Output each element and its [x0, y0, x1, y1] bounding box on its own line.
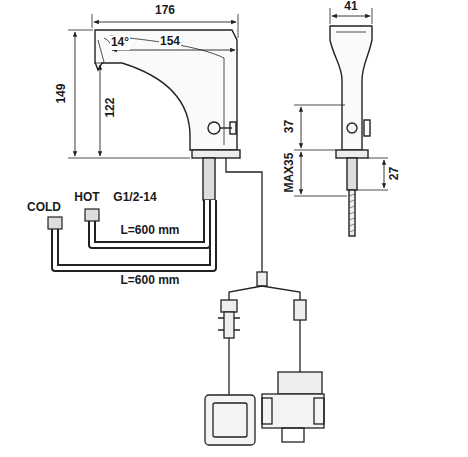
dimension-label: MAX35: [283, 152, 296, 194]
dimension-label: 122: [104, 97, 117, 119]
dimension-label: 154: [159, 35, 181, 48]
dimension-label: 149: [55, 83, 68, 105]
dimension-label: COLD: [26, 201, 62, 214]
dimension-label: G1/2-14: [112, 191, 157, 204]
dimension-label: 37: [283, 119, 296, 134]
dimension-label: L=600 mm: [119, 274, 180, 287]
dimension-label: 41: [343, 0, 358, 13]
dimension-label: HOT: [73, 191, 100, 204]
dimension-label: 14°: [110, 36, 130, 49]
dimension-label: 27: [388, 166, 401, 181]
dimension-label: L=600 mm: [119, 224, 180, 237]
dimension-label: 176: [154, 4, 176, 17]
